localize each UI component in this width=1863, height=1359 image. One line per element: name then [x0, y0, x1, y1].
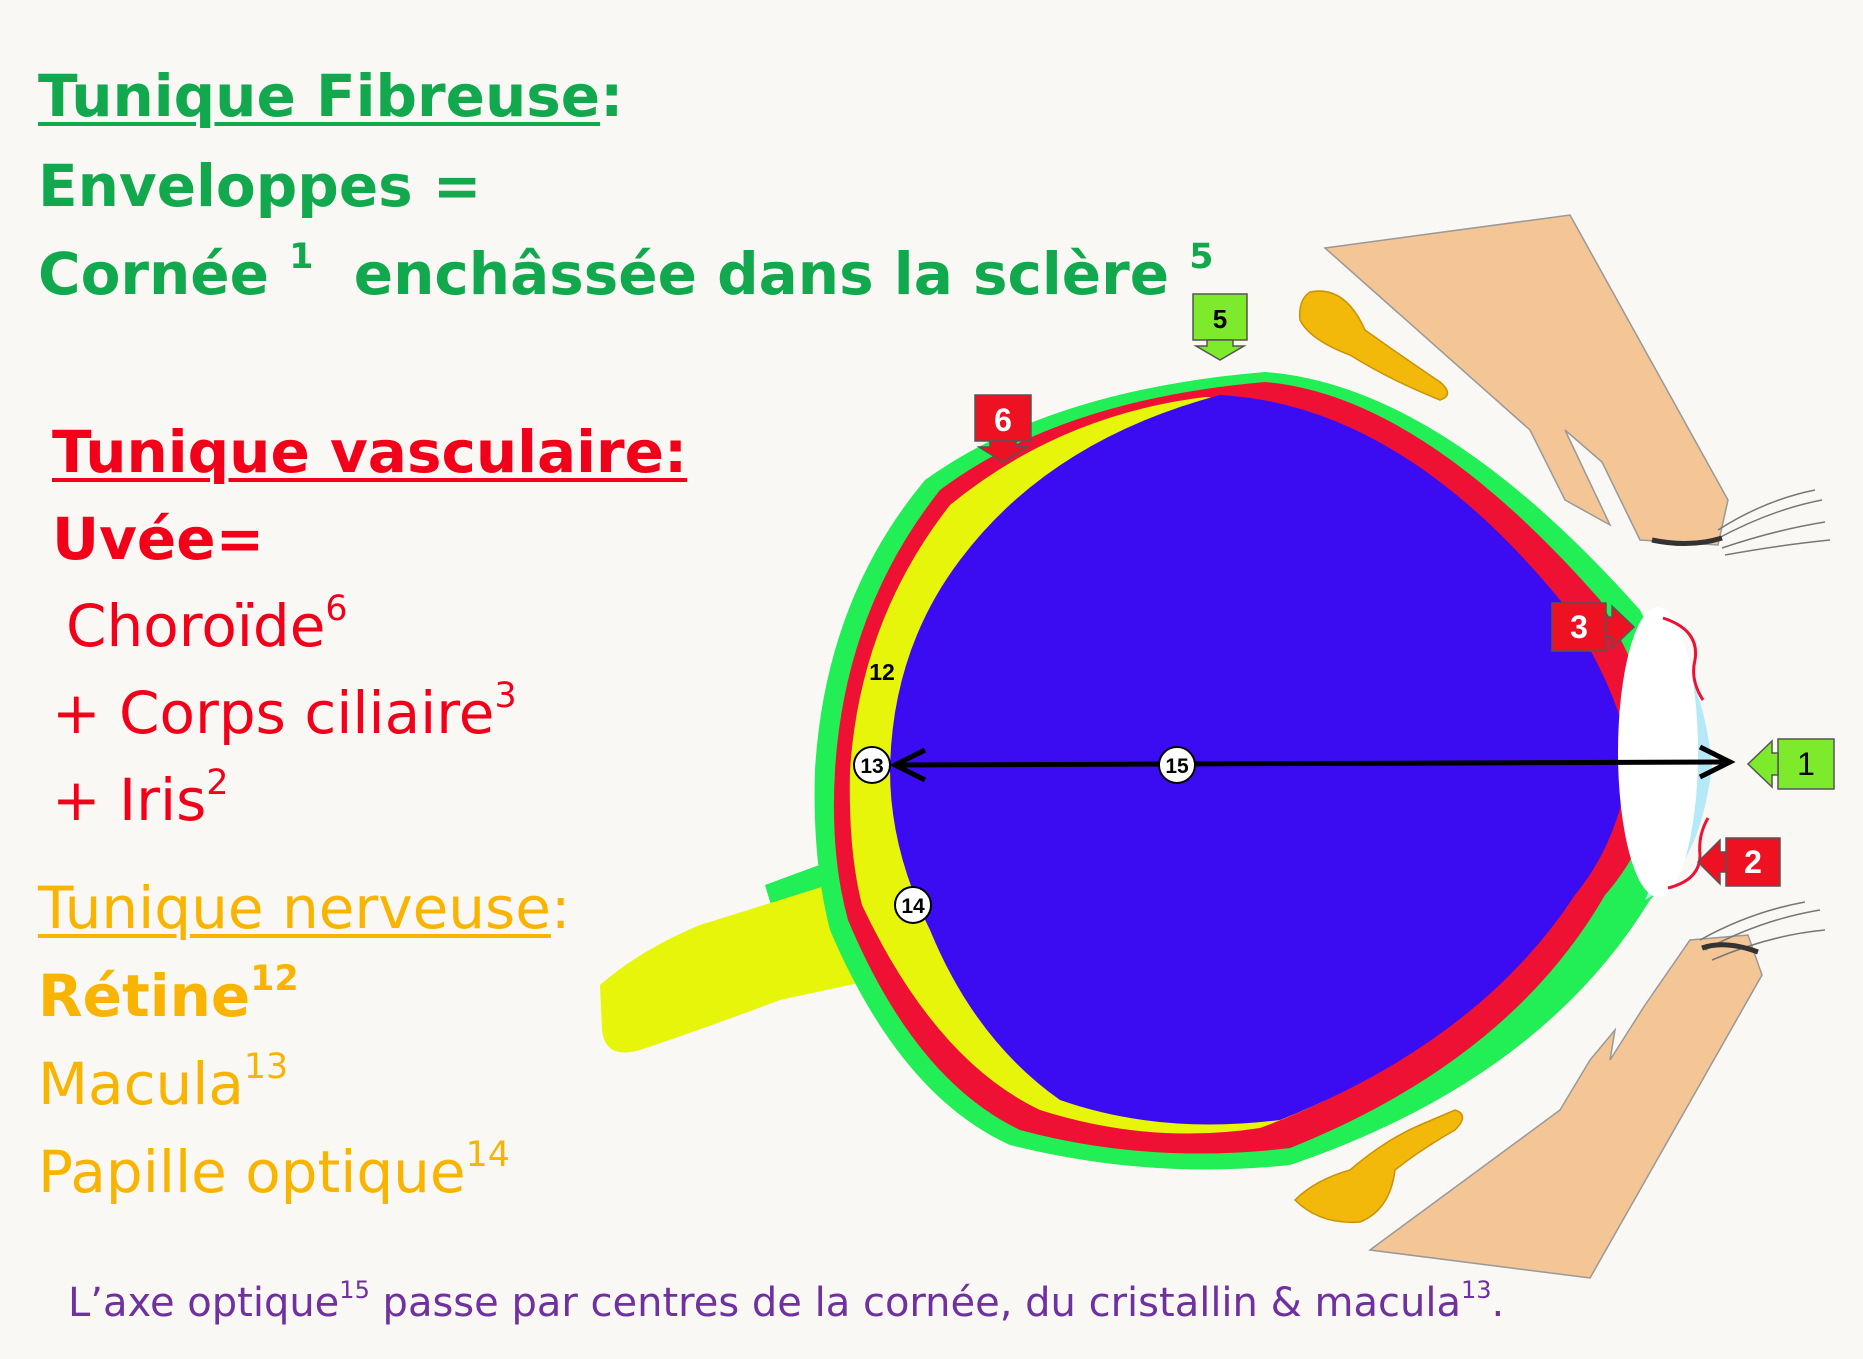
- ciliary-text: + Corps ciliaire: [52, 679, 495, 747]
- callout-6: 6: [974, 394, 1032, 463]
- vascular-heading: Tunique vasculaire:: [52, 418, 688, 486]
- choroid-sup: 6: [325, 588, 348, 629]
- lens: [1618, 607, 1698, 897]
- papilla-text: Papille optique: [38, 1138, 466, 1206]
- label-15-text: 15: [1165, 755, 1189, 778]
- footer-sup-a: 15: [339, 1276, 370, 1304]
- callout-5: 5: [1192, 293, 1248, 361]
- lid-margin-dark: [1651, 535, 1723, 547]
- optical-axis: [899, 759, 1726, 768]
- ciliary-line: + Corps ciliaire3: [52, 679, 517, 747]
- label-13-marker: 13: [853, 746, 891, 784]
- label-15-marker: 15: [1158, 746, 1196, 784]
- label-14-text: 14: [901, 895, 925, 918]
- choroid-line: Choroïde6: [66, 592, 348, 660]
- footer-note: L’axe optique15 passe par centres de la …: [68, 1278, 1505, 1326]
- upper-tarsal-plate: [1298, 290, 1449, 401]
- callout-3-text: 3: [1570, 609, 1588, 645]
- retina-text: Rétine: [38, 962, 251, 1030]
- callout-6-text: 6: [994, 402, 1012, 438]
- callout-2-text: 2: [1744, 844, 1762, 880]
- callout-1: 1: [1746, 738, 1835, 790]
- callout-3: 3: [1551, 602, 1636, 652]
- iris-lower: [1667, 817, 1710, 890]
- fibrous-heading-text: Tunique Fibreuse: [38, 62, 601, 130]
- uvea-line: Uvée=: [52, 505, 265, 573]
- fibrous-heading-colon: :: [600, 62, 624, 130]
- lower-eyelid: [1368, 934, 1763, 1279]
- sclera-text: enchâssée dans la sclère: [353, 240, 1170, 308]
- macula-line: Macula13: [38, 1050, 288, 1118]
- iris-sup: 2: [206, 762, 229, 803]
- label-14-marker: 14: [894, 886, 932, 924]
- macula-text: Macula: [38, 1050, 244, 1118]
- cornea-word: Cornée: [38, 240, 269, 308]
- iris-upper: [1662, 616, 1705, 701]
- fibrous-line1: Enveloppes =: [38, 152, 482, 220]
- axis-arrowhead-right: [1698, 744, 1736, 780]
- choroid-text: Choroïde: [66, 592, 326, 660]
- callout-5-text: 5: [1213, 304, 1227, 334]
- callout-1-text: 1: [1797, 746, 1815, 782]
- sclera-sup: 5: [1189, 236, 1214, 277]
- nervous-heading-text: Tunique nerveuse: [38, 874, 551, 942]
- macula-sup: 13: [243, 1046, 289, 1087]
- footer-text-c: .: [1491, 1280, 1505, 1326]
- cornea-sup: 1: [289, 236, 314, 277]
- fibrous-heading: Tunique Fibreuse:: [38, 62, 623, 130]
- papilla-line: Papille optique14: [38, 1138, 510, 1206]
- label-12-text: 12: [869, 659, 895, 685]
- vitreous-body: [890, 395, 1630, 1125]
- callout-2: 2: [1696, 837, 1781, 887]
- iris-text: + Iris: [52, 766, 207, 834]
- upper-eyelid: [1323, 214, 1729, 546]
- ciliary-sup: 3: [494, 675, 517, 716]
- retina-line: Rétine12: [38, 962, 299, 1030]
- papilla-sup: 14: [465, 1134, 510, 1175]
- lid-margin-dark-lower: [1701, 942, 1759, 955]
- footer-text-b: passe par centres de la cornée, du crist…: [369, 1280, 1461, 1326]
- label-13-text: 13: [860, 755, 883, 778]
- footer-sup-b: 13: [1460, 1276, 1492, 1304]
- lower-tarsal-plate: [1293, 1109, 1464, 1224]
- nervous-heading-colon: :: [550, 874, 571, 942]
- axis-arrowhead-left: [889, 747, 927, 783]
- fibrous-line2: Cornée 1 enchâssée dans la sclère 5: [38, 240, 1214, 308]
- nervous-heading: Tunique nerveuse:: [38, 874, 570, 942]
- iris-line: + Iris2: [52, 766, 228, 834]
- footer-text-a: L’axe optique: [68, 1280, 340, 1326]
- eyelashes: [1699, 489, 1831, 961]
- retina-sup: 12: [250, 958, 299, 999]
- optic-nerve: [600, 875, 882, 1053]
